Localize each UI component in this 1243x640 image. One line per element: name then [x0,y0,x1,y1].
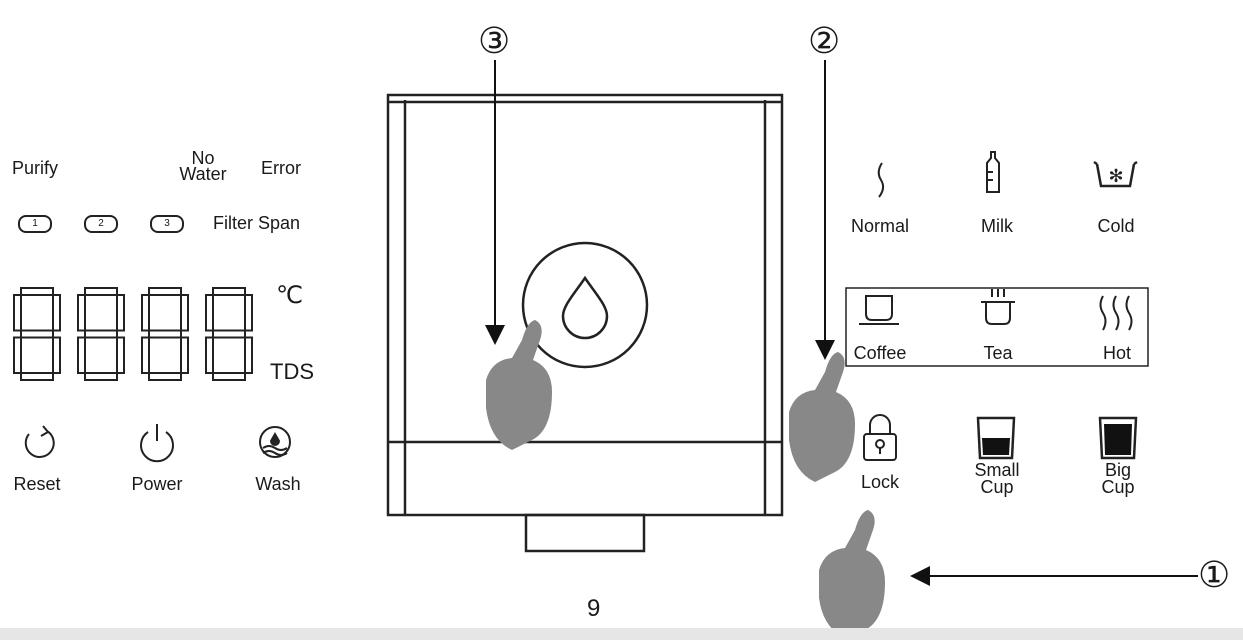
wash-icon[interactable] [259,426,291,458]
purify-indicator: Purify [12,158,59,178]
hand-pointer-icon [789,352,855,482]
small-cup-line-1: Small [974,460,1020,480]
display-segment [84,372,118,381]
svg-text:✻: ✻ [1108,166,1123,187]
hot-steam-icon[interactable] [1099,295,1133,331]
drop-icon [561,275,609,340]
lock-icon[interactable] [863,414,897,461]
celsius-unit: ℃ [276,282,303,309]
big-cup-icon[interactable] [1098,416,1138,460]
filter-1-indicator: 1 [18,215,52,233]
display-segment [141,294,150,332]
display-digit [13,287,61,381]
display-segment [212,329,246,339]
reset-icon[interactable] [24,425,55,458]
display-segment [244,336,253,374]
display-segment [244,294,253,332]
tea-cup-icon[interactable] [981,289,1015,325]
display-segment [116,336,125,374]
page-footer-bar [0,628,1243,640]
filter-2-indicator: 2 [84,215,118,233]
coffee-mode-label: Coffee [853,343,907,363]
no-water-line-2: Water [179,164,227,184]
display-segment [212,372,246,381]
display-segment [20,372,54,381]
display-segment [180,294,189,332]
display-segment [52,294,61,332]
page-number: 9 [587,595,601,622]
hand-pointer-icon [819,510,885,638]
display-segment [205,294,214,332]
display-segment [13,336,22,374]
cold-icon[interactable]: ✻ [1093,160,1138,188]
milk-mode-label: Milk [981,216,1013,236]
power-icon[interactable] [140,424,174,463]
normal-mode-label: Normal [850,216,910,236]
display-segment [148,287,182,296]
display-segment [13,294,22,332]
display-segment [20,287,54,296]
cold-mode-label: Cold [1097,216,1135,236]
tds-unit: TDS [270,359,314,384]
display-segment [84,329,118,339]
display-digit [77,287,125,381]
display-segment [52,336,61,374]
big-cup-button-label: Big Cup [1101,460,1135,497]
display-segment [148,372,182,381]
display-segment [148,329,182,339]
no-water-line-1: No [191,148,215,168]
big-cup-line-1: Big [1104,460,1131,480]
wash-button-label: Wash [255,474,301,494]
display-segment [141,336,150,374]
display-segment [116,294,125,332]
callout-3: ③ [478,21,511,62]
small-cup-button-label: Small Cup [974,460,1020,497]
hot-mode-label: Hot [1102,343,1132,363]
normal-water-icon[interactable] [877,162,885,198]
display-segment [212,287,246,296]
seven-segment-display [13,287,253,381]
display-segment [77,294,86,332]
filter-3-indicator: 3 [150,215,184,233]
coffee-cup-icon[interactable] [859,295,899,325]
dispenser-device [386,93,784,553]
display-segment [205,336,214,374]
display-digit [205,287,253,381]
display-segment [77,336,86,374]
big-cup-line-2: Cup [1101,477,1135,497]
display-segment [180,336,189,374]
display-segment [20,329,54,339]
lock-button-label: Lock [860,472,900,492]
power-button-label: Power [131,474,183,494]
dispense-button[interactable] [521,241,649,369]
small-cup-line-2: Cup [980,477,1014,497]
hand-pointer-icon [486,320,552,450]
display-digit [141,287,189,381]
tea-mode-label: Tea [983,343,1013,363]
reset-button-label: Reset [13,474,61,494]
hot-drinks-group-frame [845,287,1149,367]
display-segment [84,287,118,296]
no-water-indicator: No Water [179,148,227,184]
error-indicator: Error [261,158,301,178]
milk-bottle-icon[interactable] [986,151,1000,193]
callout-2: ② [808,21,841,62]
small-cup-icon[interactable] [976,416,1016,460]
callout-1: ① [1198,555,1231,596]
filter-span-label: Filter Span [213,213,301,233]
